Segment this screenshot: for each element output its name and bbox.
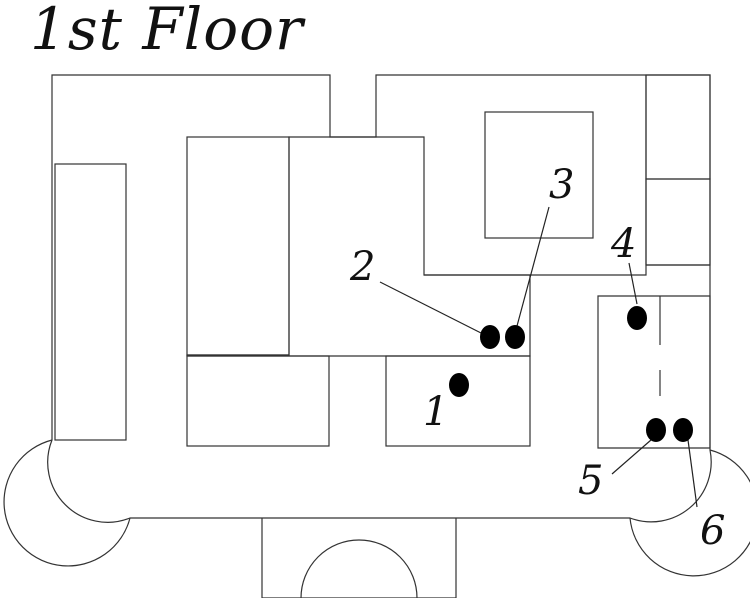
right-rotunda [629,449,750,577]
entrance [261,518,457,598]
marker-3 [505,325,525,349]
leader-line-3 [516,206,550,327]
building-outline [47,74,712,523]
room-lower-middle [385,355,531,447]
marker-6 [673,418,693,442]
label-6: 6 [700,508,725,554]
label-4: 4 [610,221,636,267]
marker-5 [646,418,666,442]
label-3: 3 [549,162,574,208]
room-right [597,295,711,449]
leader-line-4 [628,262,638,305]
marker-4 [627,306,647,330]
room-right-middle [645,178,711,266]
leader-line-2 [379,281,484,335]
leader-line-5 [611,439,652,475]
leader-line-6 [687,439,698,508]
marker-1 [449,373,469,397]
left-rotunda [3,439,131,567]
room-left-long [54,163,127,441]
label-1: 1 [423,389,448,435]
room-lower-left [186,355,330,447]
room-upper-square [484,111,594,239]
floor-title: 1st Floor [30,0,304,63]
room-center-left-tall [186,136,290,356]
label-2: 2 [349,244,375,290]
label-5: 5 [578,458,603,504]
entrance-arch [300,539,418,598]
room-right-top [645,74,711,180]
marker-2 [480,325,500,349]
